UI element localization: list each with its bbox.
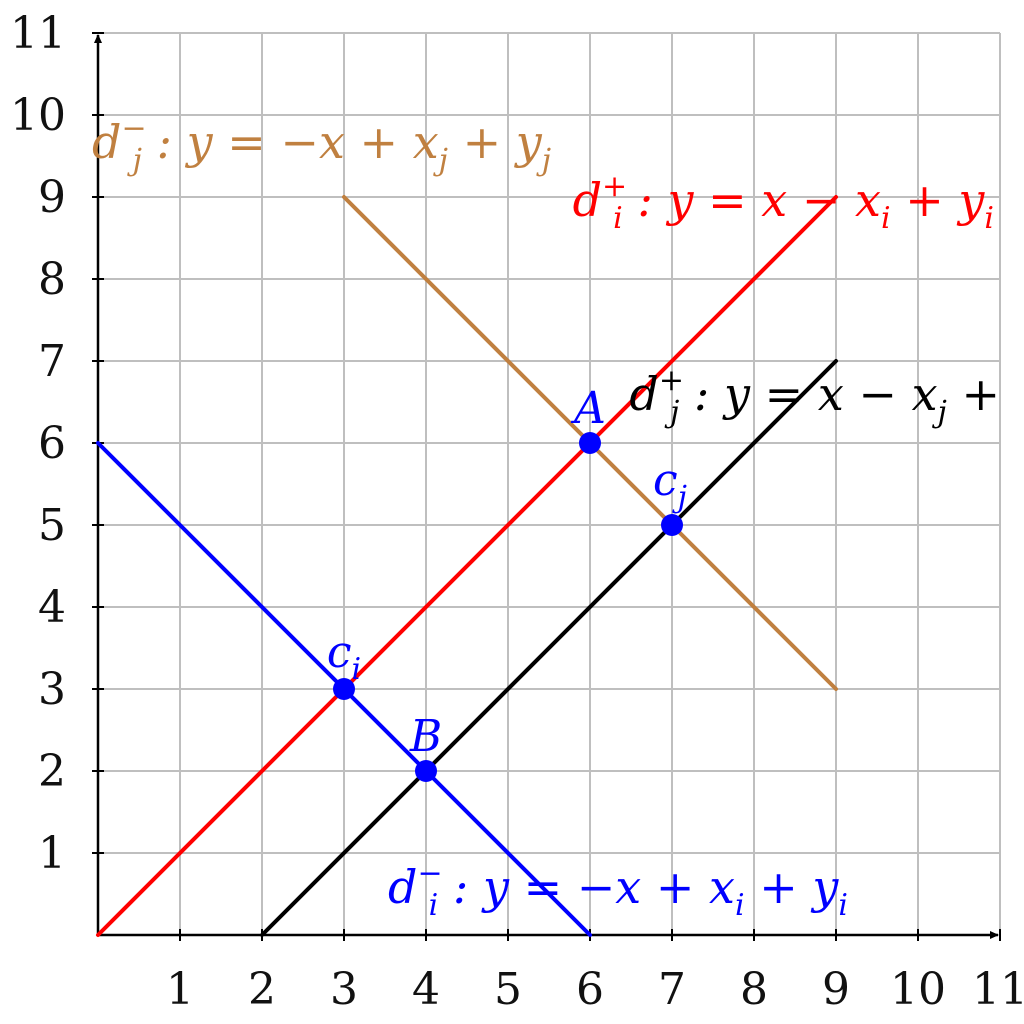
y-tick-label: 3 (38, 664, 66, 715)
point-cj-marker (661, 514, 683, 536)
x-tick-label: 11 (972, 964, 1024, 1015)
point-cj-label: cj​ (653, 455, 687, 515)
y-tick-label: 7 (38, 336, 66, 387)
point-a-label: A (570, 383, 606, 434)
lines (96, 195, 838, 937)
x-tick-label: 4 (412, 964, 440, 1015)
point-b-marker (415, 760, 437, 782)
labels: d+i​ : y = x − xi​ + yi​ d+j​ : y = x − x… (92, 111, 1000, 923)
y-tick-label: 8 (38, 254, 66, 305)
x-tick-label: 5 (494, 964, 522, 1015)
y-tick-label: 2 (38, 746, 66, 797)
line-d-i-plus (96, 195, 838, 937)
label-d-j-plus: d+j​ : y = x − xj​ + (629, 363, 1000, 430)
x-tick-label: 7 (658, 964, 686, 1015)
x-tick-label: 3 (330, 964, 358, 1015)
point-ci-label: ci​ (327, 627, 361, 687)
label-d-i-plus: d+i​ : y = x − xi​ + yi​ (573, 169, 994, 236)
axes (92, 32, 1001, 941)
y-tick-label: 10 (10, 90, 66, 141)
y-tick-label: 9 (38, 172, 66, 223)
points (333, 432, 683, 782)
x-tick-label: 6 (576, 964, 604, 1015)
grid (98, 32, 1001, 935)
point-a-marker (579, 432, 601, 454)
label-d-i-minus: d−i​ : y = −x + xi​ + yi​ (388, 856, 848, 923)
x-tick-label: 10 (890, 964, 946, 1015)
point-b-label: B (409, 711, 442, 762)
line-d-j-plus (260, 359, 838, 937)
point-ci-marker (333, 678, 355, 700)
x-tick-label: 1 (166, 964, 194, 1015)
x-tick-label: 9 (822, 964, 850, 1015)
y-tick-label: 5 (38, 500, 66, 551)
x-tick-label: 8 (740, 964, 768, 1015)
y-tick-label: 6 (38, 418, 66, 469)
label-d-j-minus: d−j​ : y = −x + xj​ + yj​ (92, 111, 551, 178)
x-tick-label: 2 (248, 964, 276, 1015)
y-tick-label: 1 (38, 828, 66, 879)
y-tick-label: 11 (10, 8, 66, 59)
y-tick-label: 4 (38, 582, 66, 633)
